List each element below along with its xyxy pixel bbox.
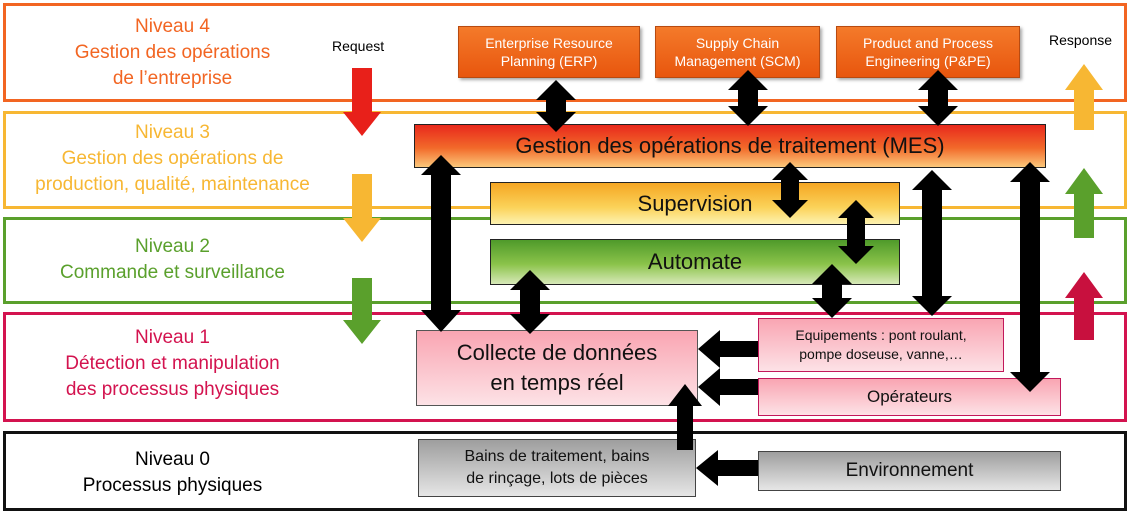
level-3-title: Niveau 3	[135, 122, 210, 143]
equipements-line-1: Equipements : pont roulant,	[795, 327, 967, 343]
level-1-line-2: des processus physiques	[65, 379, 280, 400]
level-3-label: Niveau 3 Gestion des opérations de produ…	[5, 120, 340, 198]
level-2-title: Niveau 2	[135, 236, 210, 257]
scm-box: Supply Chain Management (SCM)	[655, 26, 820, 78]
response-arrow-red-icon	[1065, 272, 1103, 340]
bains-collecte-arrow-icon	[668, 384, 702, 450]
ppe-box: Product and Process Engineering (P&PE)	[836, 26, 1020, 78]
level-3-line-1: Gestion des opérations de	[61, 148, 284, 169]
automate-equipements-arrow-icon	[812, 264, 852, 318]
level-3-line-2: production, qualité, maintenance	[35, 174, 310, 195]
level-1-line-1: Détection et manipulation	[65, 353, 280, 374]
operateurs-label: Opérateurs	[866, 387, 953, 406]
request-arrow-yellow-icon	[343, 174, 381, 242]
scm-line-1: Supply Chain	[695, 35, 780, 51]
collecte-line-2: en temps réel	[490, 370, 624, 395]
mes-label: Gestion des opérations de traitement (ME…	[515, 133, 945, 158]
bains-line-2: de rinçage, lots de pièces	[466, 470, 648, 487]
mes-box: Gestion des opérations de traitement (ME…	[414, 124, 1046, 168]
level-1-title: Niveau 1	[135, 327, 210, 348]
operateurs-box: Opérateurs	[758, 378, 1061, 416]
mes-supervision-arrow-icon	[772, 162, 808, 218]
level-0-title: Niveau 0	[135, 449, 210, 470]
request-arrow-green-icon	[343, 278, 381, 344]
level-4-label: Niveau 4 Gestion des opérations de l’ent…	[40, 14, 305, 92]
mes-collecte-arrow-icon	[421, 155, 461, 332]
erp-mes-arrow-icon	[536, 80, 576, 132]
mes-operateurs-arrow-icon	[1010, 162, 1050, 392]
band-niveau-1	[3, 312, 1127, 422]
band-niveau-0	[3, 431, 1127, 511]
erp-line-1: Enterprise Resource	[485, 35, 613, 51]
scm-line-2: Management (SCM)	[674, 53, 801, 69]
supervision-box: Supervision	[490, 182, 900, 225]
environnement-box: Environnement	[758, 451, 1061, 491]
ppe-line-1: Product and Process	[863, 35, 993, 51]
level-1-label: Niveau 1 Détection et manipulation des p…	[30, 325, 315, 403]
ppe-mes-arrow-icon	[918, 70, 958, 126]
equipements-collecte-arrow-icon	[698, 330, 758, 368]
supervision-automate-arrow-icon	[838, 200, 874, 264]
operateurs-collecte-arrow-icon	[698, 368, 758, 406]
level-4-title: Niveau 4	[135, 16, 210, 37]
equipements-line-2: pompe doseuse, vanne,…	[799, 346, 963, 362]
ppe-line-2: Engineering (P&PE)	[865, 53, 991, 69]
request-arrow-red-icon	[343, 68, 381, 136]
scm-mes-arrow-icon	[728, 70, 768, 126]
level-2-label: Niveau 2 Commande et surveillance	[40, 234, 305, 286]
erp-box: Enterprise Resource Planning (ERP)	[458, 26, 640, 78]
collecte-box: Collecte de données en temps réel	[416, 330, 698, 406]
response-arrow-yellow-icon	[1065, 64, 1103, 130]
automate-label: Automate	[647, 249, 743, 274]
environnement-label: Environnement	[845, 460, 974, 481]
level-4-line-2: de l’entreprise	[112, 68, 233, 89]
mes-equipements-arrow-icon	[912, 170, 952, 316]
environnement-bains-arrow-icon	[696, 450, 758, 486]
level-2-line-1: Commande et surveillance	[60, 262, 285, 283]
collecte-line-1: Collecte de données	[456, 340, 658, 365]
equipements-box: Equipements : pont roulant, pompe doseus…	[758, 318, 1004, 372]
bains-box: Bains de traitement, bains de rinçage, l…	[418, 439, 696, 497]
erp-line-2: Planning (ERP)	[500, 53, 598, 69]
level-0-line-1: Processus physiques	[82, 475, 263, 496]
supervision-label: Supervision	[637, 190, 753, 216]
automate-collecte-arrow-icon	[510, 270, 550, 334]
level-4-line-1: Gestion des opérations	[74, 42, 271, 63]
level-0-label: Niveau 0 Processus physiques	[40, 447, 305, 499]
response-label: Response	[1049, 32, 1113, 48]
bains-line-1: Bains de traitement, bains	[464, 448, 650, 465]
request-label: Request	[332, 38, 385, 54]
response-arrow-green-icon	[1065, 168, 1103, 238]
